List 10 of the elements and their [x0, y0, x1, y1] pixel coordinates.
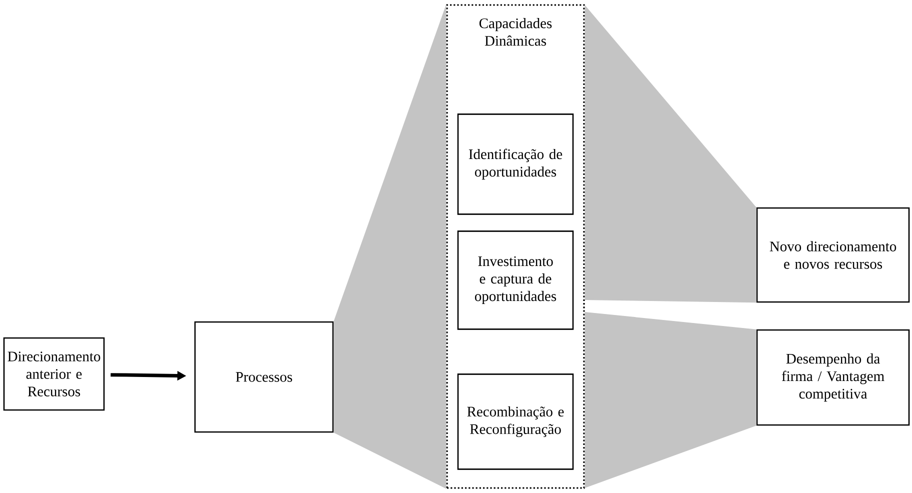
- process-box: Recombinação e Reconfiguração: [457, 374, 574, 470]
- process-box: Processos: [194, 321, 334, 433]
- process-box: Direcionamento anterior e Recursos: [3, 337, 105, 411]
- funnel: [584, 312, 756, 488]
- process-box: Investimento e captura de oportunidades: [457, 230, 574, 330]
- funnel: [584, 5, 756, 303]
- process-box: Identificação de oportunidades: [457, 114, 574, 215]
- result-box: Novo direcionamento e novos recursos: [756, 207, 910, 303]
- funnel: [334, 4, 446, 489]
- result-box: Desempenho da firma / Vantagem competitiva: [756, 329, 910, 426]
